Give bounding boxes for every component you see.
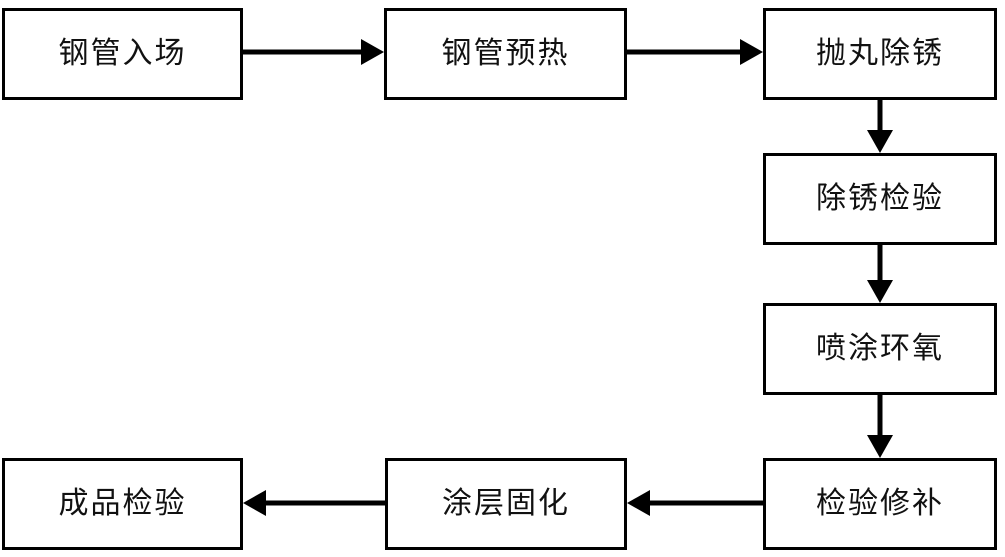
flow-arrow-entry-to-preheat xyxy=(243,38,384,66)
flow-node-steel-pipe-entry[interactable]: 钢管入场 xyxy=(2,8,243,100)
flow-node-label: 除锈检验 xyxy=(816,182,944,215)
flow-node-inspection-repair[interactable]: 检验修补 xyxy=(763,458,997,550)
flow-node-label: 检验修补 xyxy=(816,487,944,520)
flow-node-epoxy-spraying[interactable]: 喷涂环氧 xyxy=(763,303,997,395)
flow-node-label: 钢管预热 xyxy=(441,37,570,70)
flow-arrow-inspection-repair-to-curing xyxy=(627,489,763,517)
flow-arrow-epoxy-to-inspection-repair xyxy=(866,395,894,458)
flow-node-label: 喷涂环氧 xyxy=(816,332,944,365)
flow-node-coating-curing[interactable]: 涂层固化 xyxy=(385,458,627,550)
flow-arrow-blasting-to-derust-inspection xyxy=(866,100,894,153)
flow-node-label: 成品检验 xyxy=(58,487,187,520)
flow-arrow-preheat-to-blasting xyxy=(627,38,763,66)
flow-node-label: 抛丸除锈 xyxy=(816,37,944,70)
flow-arrow-curing-to-finished-inspection xyxy=(243,489,385,517)
flow-node-steel-pipe-preheat[interactable]: 钢管预热 xyxy=(384,8,627,100)
flow-node-finished-product-inspection[interactable]: 成品检验 xyxy=(2,458,243,550)
flow-node-shot-blasting-derusting[interactable]: 抛丸除锈 xyxy=(763,8,997,100)
flow-node-label: 涂层固化 xyxy=(442,487,570,520)
flow-node-derusting-inspection[interactable]: 除锈检验 xyxy=(763,153,997,245)
flow-node-label: 钢管入场 xyxy=(58,37,187,70)
flow-arrow-derust-inspection-to-epoxy xyxy=(866,245,894,303)
